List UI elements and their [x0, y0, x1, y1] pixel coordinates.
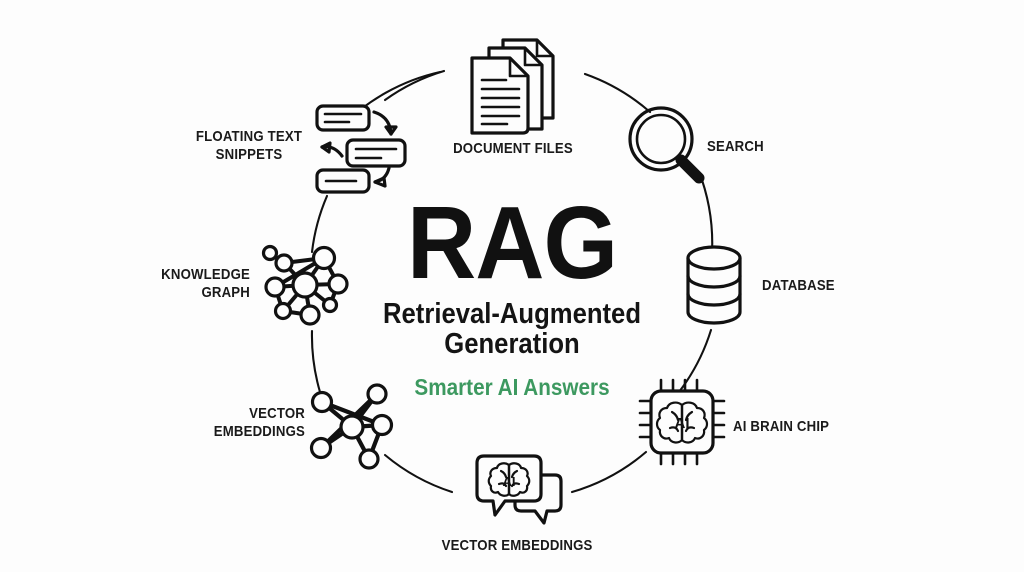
arc-graph-to-knowledge — [310, 329, 322, 394]
chip-ai-text: AI — [675, 415, 690, 432]
arc-chat-to-graph — [383, 453, 454, 494]
arc-knowledge-to-snippets — [310, 194, 329, 254]
label-vector-embeddings-graph: VECTOR EMBEDDINGS — [213, 405, 305, 440]
text-snippets-cycle-icon — [315, 104, 407, 194]
label-knowledge-graph: KNOWLEDGE GRAPH — [161, 266, 250, 301]
tagline: Smarter AI Answers — [414, 373, 610, 400]
arc-documents-to-search — [583, 72, 652, 114]
label-database: DATABASE — [762, 277, 835, 294]
network-graph-icon — [261, 244, 349, 326]
bubble-ai-text: AI — [503, 474, 516, 489]
ai-chat-bubbles-icon: AI — [475, 454, 563, 525]
arc-chip-to-chat — [570, 450, 648, 494]
magnifying-glass-icon — [628, 106, 705, 184]
document-files-icon — [470, 38, 555, 135]
star-graph-nodes — [309, 383, 394, 470]
arc-database-to-chip — [677, 328, 713, 394]
snippet-cycle-arrows — [320, 110, 398, 188]
bubble-brain-glyph — [487, 462, 531, 497]
arc-snippets-to-documents — [383, 69, 446, 102]
network-nodes — [261, 244, 349, 326]
ai-brain-chip-icon: AI — [638, 378, 726, 466]
page-title-acronym: RAG — [406, 185, 618, 300]
node-star-graph-icon — [309, 383, 394, 470]
label-ai-brain-chip: AI BRAIN CHIP — [733, 418, 830, 435]
chip-pins — [638, 378, 726, 466]
document-text-lines — [480, 78, 521, 126]
page-subtitle: Retrieval-Augmented Generation — [383, 297, 641, 361]
label-floating-text-snippets: FLOATING TEXT SNIPPETS — [195, 128, 303, 163]
label-document-files: DOCUMENT FILES — [453, 140, 573, 157]
label-vector-embeddings-chat: VECTOR EMBEDDINGS — [441, 537, 593, 554]
arc-search-to-database — [700, 178, 714, 255]
center-text-block: RAG Retrieval-Augmented Generation Smart… — [332, 185, 692, 401]
label-search: SEARCH — [707, 138, 764, 155]
brain-glyph — [655, 401, 709, 444]
database-cylinder-icon — [686, 245, 742, 325]
